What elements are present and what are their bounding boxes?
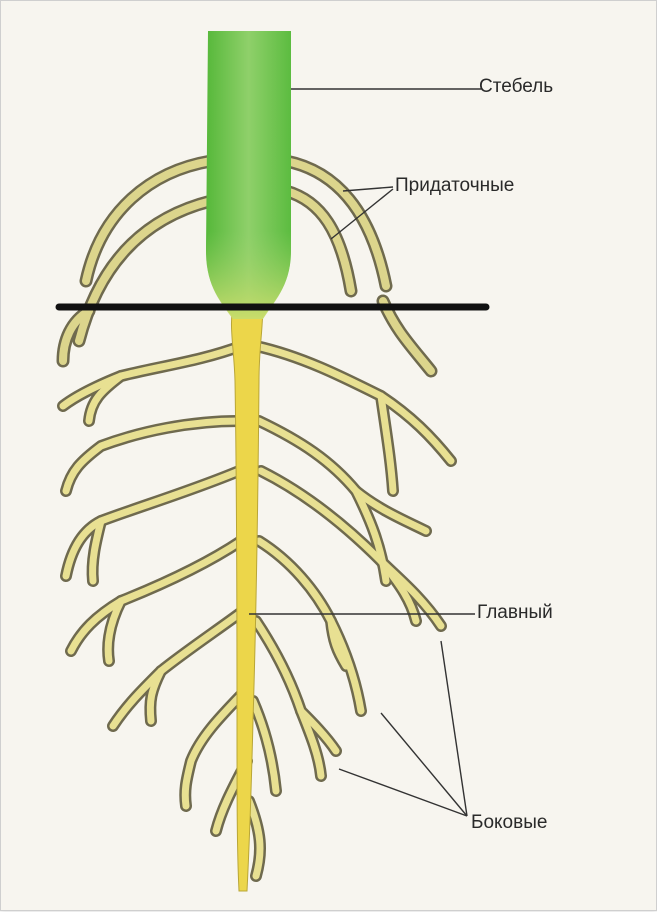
main-root bbox=[231, 301, 263, 891]
main-root-label: Главный bbox=[477, 603, 553, 622]
adventitious-roots-label: Придаточные bbox=[395, 176, 514, 195]
stem-label: Стебель bbox=[479, 77, 553, 96]
lateral-roots-label: Боковые bbox=[471, 813, 547, 832]
